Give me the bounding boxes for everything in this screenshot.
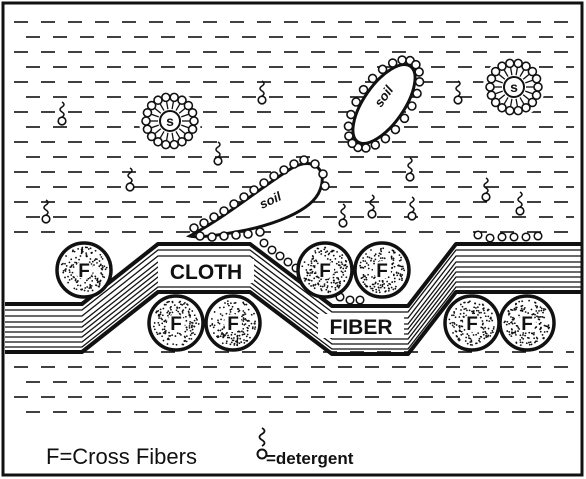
detergent-head	[244, 230, 252, 238]
detergent-head	[398, 56, 406, 64]
detergent-head	[369, 74, 377, 82]
detergent-head	[347, 111, 355, 119]
micelle: s	[483, 56, 545, 118]
detergent-head	[256, 228, 264, 236]
detergent-head	[486, 234, 494, 242]
detergent-head	[280, 166, 288, 174]
detergent-head	[196, 232, 204, 240]
detergent-head	[346, 296, 354, 304]
detergent-head	[220, 207, 228, 215]
fiber-letter: F	[376, 261, 388, 282]
detergent-head	[220, 232, 228, 240]
micelle-letter: s	[510, 79, 518, 95]
fiber-letter: F	[521, 314, 533, 335]
legend-detergent: =detergent	[266, 449, 354, 468]
cloth-label: CLOTH	[170, 261, 242, 284]
detergent-head	[345, 132, 353, 140]
fiber-letter: F	[78, 261, 90, 282]
detergent-head	[284, 258, 292, 266]
detergent-head	[408, 102, 416, 110]
detergent-head	[240, 193, 248, 201]
detergent-head	[230, 200, 238, 208]
detergent-head	[379, 65, 387, 73]
detergent-head	[415, 68, 423, 76]
cross-fiber: F	[57, 243, 111, 297]
detergent-head	[416, 78, 424, 86]
detergent-head	[362, 144, 370, 152]
detergent-head	[352, 98, 360, 106]
detergent-head	[208, 233, 216, 241]
detergent-head	[232, 231, 240, 239]
cross-fiber: F	[206, 296, 260, 350]
detergent-head	[260, 239, 268, 247]
detergent-head	[510, 233, 518, 241]
cross-fiber: F	[149, 296, 203, 350]
micelle: s	[139, 90, 201, 152]
detergent-head	[260, 179, 268, 187]
detergent-head	[413, 89, 421, 97]
detergent-head	[371, 141, 379, 149]
detergent-head	[200, 219, 208, 227]
detergent-head	[474, 231, 482, 239]
legend-cross-fibers: F=Cross Fibers	[46, 444, 197, 469]
detergent-head	[319, 170, 327, 178]
cross-fiber: F	[445, 296, 499, 350]
micelle-letter: s	[166, 113, 174, 129]
fiber-letter: F	[170, 314, 182, 335]
detergent-head	[311, 160, 319, 168]
detergent-head	[268, 246, 276, 254]
detergent-head	[400, 114, 408, 122]
cross-fiber: F	[355, 243, 409, 297]
cross-fiber: F	[500, 296, 554, 350]
detergent-head	[344, 122, 352, 130]
fiber-letter: F	[227, 314, 239, 335]
detergent-head	[190, 224, 198, 232]
detergent-head	[389, 59, 397, 67]
detergent-head	[534, 232, 542, 240]
detergent-head	[356, 296, 364, 304]
detergent-head	[381, 135, 389, 143]
detergent-head	[321, 182, 329, 190]
detergent-head	[210, 213, 218, 221]
fiber-letter: F	[319, 261, 331, 282]
detergent-head	[290, 160, 298, 168]
fiber-letter: F	[466, 314, 478, 335]
detergent-head	[250, 186, 258, 194]
fiber-label: FIBER	[330, 316, 393, 339]
detergent-head	[360, 86, 368, 94]
detergent-head	[391, 126, 399, 134]
detergent-head	[276, 252, 284, 260]
detergent-head	[522, 233, 530, 241]
cross-fiber: F	[298, 243, 352, 297]
detergent-head	[498, 233, 506, 241]
detergent-head	[270, 172, 278, 180]
detergent-head	[300, 156, 308, 164]
